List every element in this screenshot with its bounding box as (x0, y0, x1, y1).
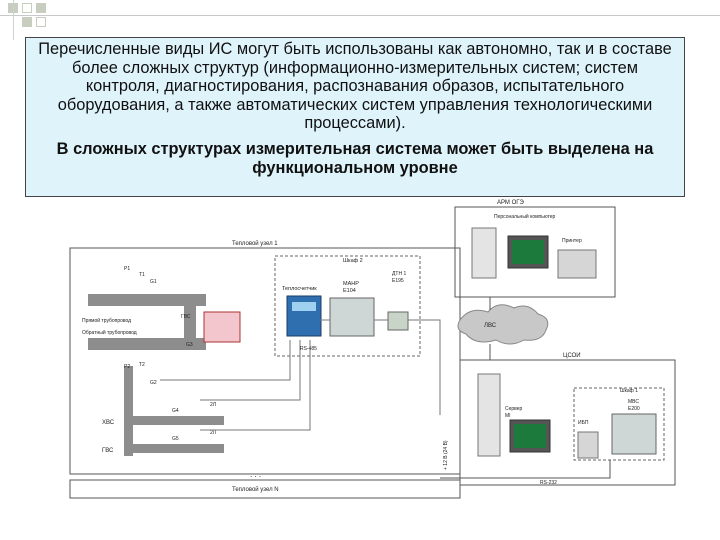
vertical-pipe (124, 366, 133, 456)
dh-device (387, 311, 409, 331)
supply-pipe (88, 294, 206, 306)
wire (408, 319, 441, 415)
cabinet1-frame (573, 387, 665, 461)
paragraph-2: В сложных структурах измерительная систе… (56, 139, 654, 177)
p2-label: P2 (124, 364, 130, 370)
marr-model: E104 (343, 288, 356, 294)
dh-label: ДТН 1 (392, 271, 406, 277)
network-links (440, 297, 611, 479)
server-tower (477, 373, 501, 457)
g1-label: G1 (150, 279, 157, 285)
g4-label: G4 (172, 408, 179, 414)
t2-label: T2 (139, 362, 145, 368)
riser-pipe (184, 294, 196, 350)
mvs-model: E200 (628, 406, 640, 412)
rs232-label: RS-232 (540, 480, 557, 486)
gvs-mid-label: ГВС (181, 314, 191, 320)
g3-label: G3 (186, 342, 193, 348)
cabinet2-label: Шкаф 2 (343, 258, 363, 264)
pc-tower (471, 227, 497, 279)
printer-label: Принтер (562, 238, 582, 244)
header-vline (13, 0, 14, 40)
wire (160, 340, 291, 381)
mvs-device (611, 413, 657, 455)
server-model: МI (505, 413, 511, 419)
deco-square (22, 17, 32, 27)
heat-meter-screen (292, 302, 316, 311)
cabinet2-frame (274, 255, 421, 357)
deco-square (36, 3, 46, 13)
p1-label: P1 (124, 266, 130, 272)
marr-device (329, 297, 375, 337)
heat-exchanger (203, 311, 241, 343)
supply-label: Прямой трубопровод (82, 317, 131, 324)
center-label: ЦСОИ (563, 353, 581, 359)
ups-label: ИБП (578, 420, 589, 426)
arm-label: АРМ ОГЭ (497, 200, 525, 206)
dh-model: Е195 (392, 278, 404, 284)
cabinet1-label: Шкаф 1 (620, 388, 638, 394)
g2-label: G2 (150, 380, 157, 386)
link (440, 460, 611, 479)
marr-label: МАНР (343, 281, 359, 287)
gvs-pipe (124, 444, 224, 453)
wire (200, 340, 301, 401)
wire (200, 340, 311, 431)
pc-label: Персональный компьютер (494, 213, 556, 220)
signal-wires (160, 319, 441, 431)
nodeN-title: Тепловой узел N (232, 486, 279, 493)
lan-label: ЛВС (484, 323, 497, 329)
vertical-label: + 12 B (24 B) (443, 440, 449, 470)
header-rule (0, 15, 720, 16)
hvs-pipe (124, 416, 224, 425)
arm-frame (454, 206, 616, 298)
pipe-group (88, 294, 224, 456)
g5-label: G5 (172, 436, 179, 442)
hvs-label: ХВС (102, 420, 115, 426)
return-label: Обратный трубопровод (82, 329, 137, 336)
center-frame (459, 359, 676, 486)
server-screen (514, 424, 546, 448)
text-box: Перечисленные виды ИС могут быть использ… (25, 37, 685, 197)
gvs-label: ГВС (102, 448, 114, 454)
mvs-label: МВС (628, 399, 639, 405)
heat-meter-label: Теплосчетчик (282, 286, 317, 292)
paragraph-1: Перечисленные виды ИС могут быть использ… (38, 40, 672, 133)
lan-cloud (457, 304, 549, 345)
deco-square (22, 3, 32, 13)
t1-label: T1 (139, 272, 145, 278)
server-label: Сервер (505, 406, 523, 412)
ups-device (577, 431, 599, 459)
bus-label: RS-485 (300, 346, 317, 352)
node1-title: Тепловой узел 1 (232, 240, 278, 247)
line-label: 2Л (210, 402, 216, 408)
nodeN-frame (69, 479, 461, 499)
deco-square (36, 17, 46, 27)
printer-device (557, 249, 597, 279)
line-label-2: 2Л (210, 430, 216, 436)
pc-screen (512, 240, 544, 264)
return-pipe (88, 338, 206, 350)
node-dots: . . . (250, 470, 261, 479)
